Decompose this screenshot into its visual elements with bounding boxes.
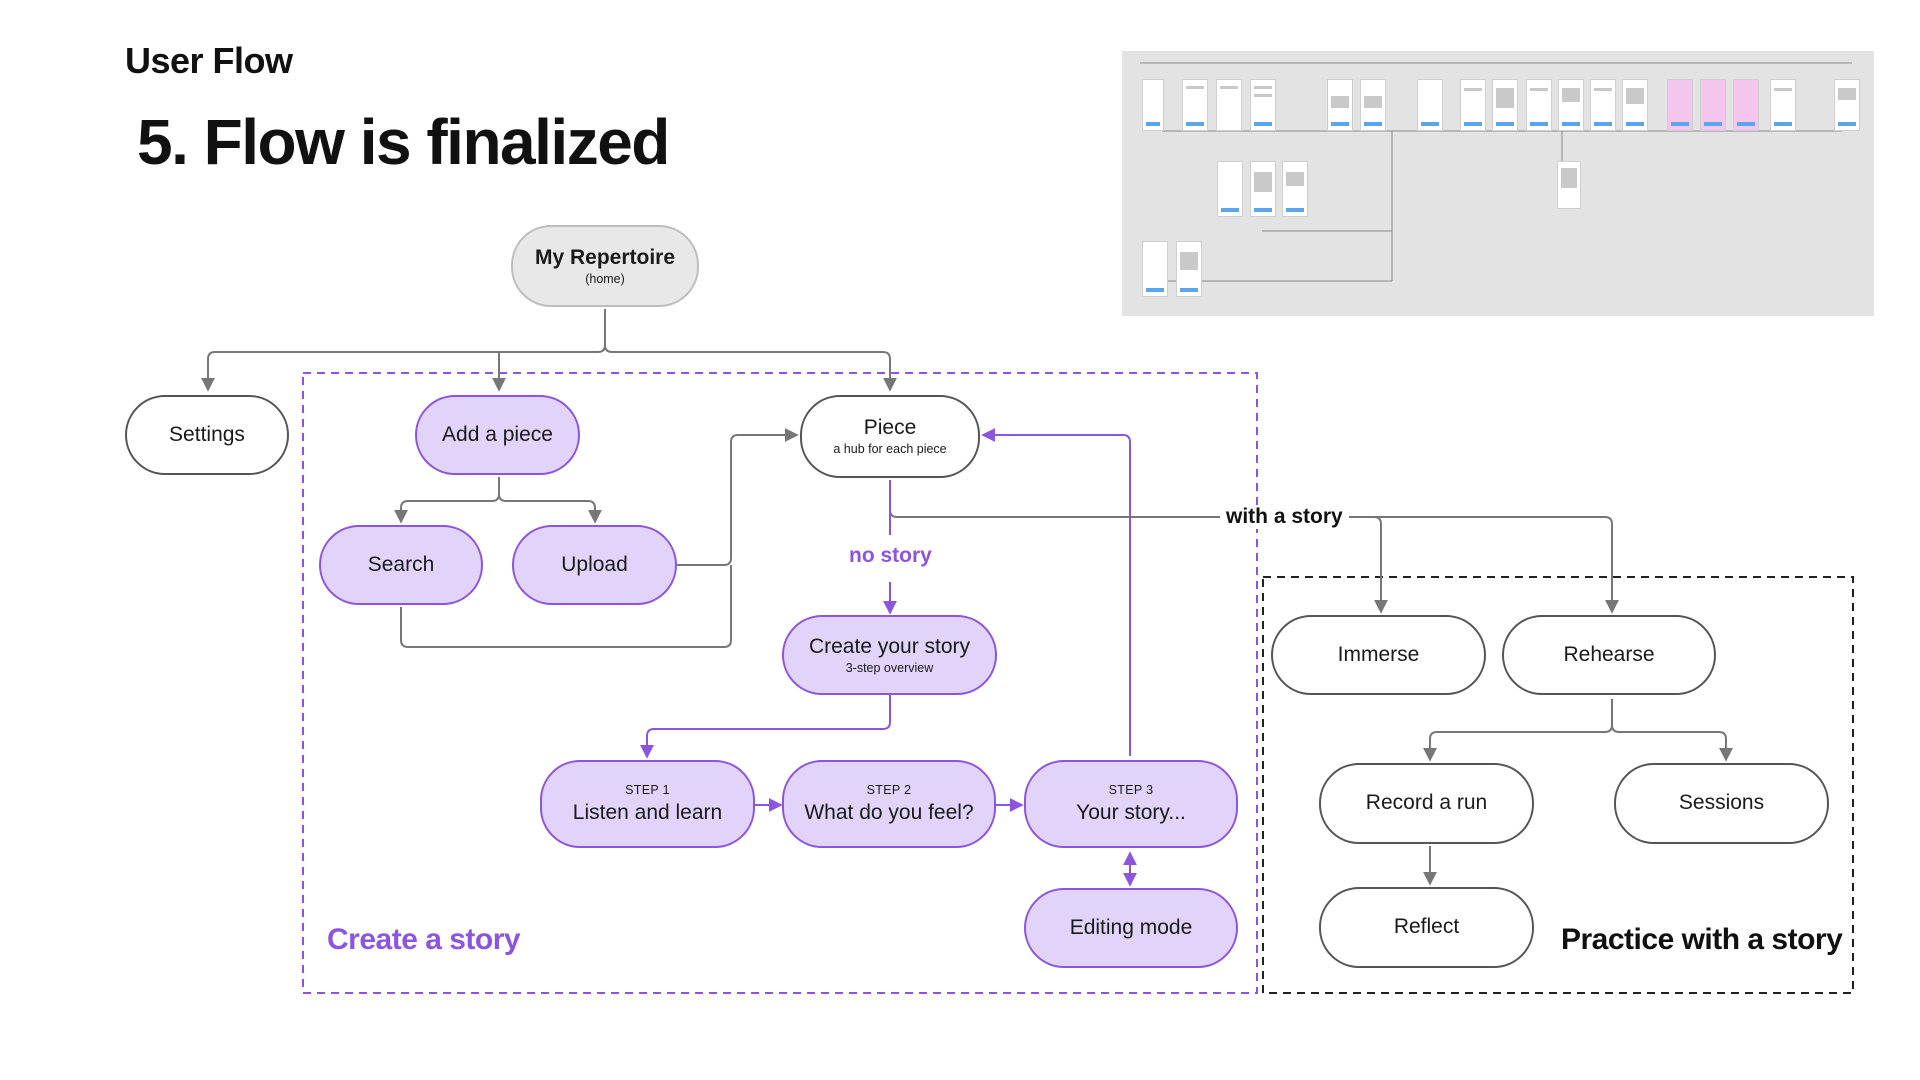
node-title: Settings [169, 422, 245, 446]
node-title: Immerse [1337, 642, 1420, 666]
node-upload[interactable]: Upload [512, 525, 677, 605]
node-subtitle: 3-step overview [845, 660, 934, 675]
thumb-screen [1590, 79, 1616, 131]
node-title: Listen and learn [572, 801, 723, 825]
edge-piece-with-story [889, 480, 1220, 518]
practice-region [1262, 576, 1854, 994]
node-title: Record a run [1365, 791, 1488, 815]
node-rehearse[interactable]: Rehearse [1502, 615, 1716, 695]
node-piece[interactable]: Piece a hub for each piece [800, 395, 980, 478]
thumb-screen [1142, 79, 1164, 131]
node-step-2[interactable]: STEP 2 What do you feel? [782, 760, 996, 848]
thumb-screen [1460, 79, 1486, 131]
thumb-screen [1622, 79, 1648, 131]
create-story-region [302, 372, 1258, 994]
thumb-screen [1557, 161, 1581, 209]
thumb-screen [1417, 79, 1443, 131]
node-immerse[interactable]: Immerse [1271, 615, 1486, 695]
node-step-1[interactable]: STEP 1 Listen and learn [540, 760, 755, 848]
thumb-screen [1558, 79, 1584, 131]
node-title: Your story... [1076, 801, 1186, 825]
thumb-screen [1250, 79, 1276, 131]
thumb-screen [1216, 79, 1242, 131]
thumb-screen [1770, 79, 1796, 131]
node-search[interactable]: Search [319, 525, 483, 605]
edge-home-piece [604, 344, 897, 392]
thumb-screen-highlight [1700, 79, 1726, 131]
node-title: What do you feel? [804, 801, 974, 825]
node-title: Sessions [1678, 791, 1765, 815]
edge-add-piece-search [394, 477, 500, 524]
edge-rehearse-sessions [1611, 724, 1733, 762]
edge-with-story-immerse [1346, 516, 1388, 614]
thumb-screen [1217, 161, 1243, 217]
edge-with-story-rehearse [1374, 516, 1619, 614]
thumb-screen-highlight [1667, 79, 1693, 131]
thumbnail-connectors [1140, 62, 1852, 282]
thumb-screen [1834, 79, 1860, 131]
thumb-screen [1327, 79, 1353, 131]
node-subtitle: a hub for each piece [833, 442, 947, 457]
edge-add-piece-upload [498, 493, 602, 524]
node-title: Rehearse [1563, 642, 1655, 666]
node-step-3[interactable]: STEP 3 Your story... [1024, 760, 1238, 848]
page-title: 5. Flow is finalized [137, 106, 670, 178]
edge-upload-piece [677, 428, 799, 566]
thumb-screen [1282, 161, 1308, 217]
node-title: Upload [561, 552, 628, 576]
node-create-your-story[interactable]: Create your story 3-step overview [782, 615, 997, 695]
thumb-screen [1360, 79, 1386, 131]
thumb-screen [1526, 79, 1552, 131]
node-record-a-run[interactable]: Record a run [1319, 763, 1534, 844]
edge-label-with-a-story: with a story [1220, 505, 1349, 529]
region-title-practice-with-a-story: Practice with a story [1561, 923, 1843, 956]
thumb-screen [1176, 241, 1202, 297]
edge-home-trunk [201, 309, 606, 392]
node-title: Editing mode [1069, 915, 1193, 939]
edge-search-piece [400, 565, 732, 648]
node-sessions[interactable]: Sessions [1614, 763, 1829, 844]
step-number: STEP 3 [1108, 782, 1154, 797]
node-title: My Repertoire [534, 245, 676, 269]
node-editing-mode[interactable]: Editing mode [1024, 888, 1238, 968]
node-reflect[interactable]: Reflect [1319, 887, 1534, 968]
node-subtitle: (home) [585, 271, 625, 286]
node-add-a-piece[interactable]: Add a piece [415, 395, 580, 475]
node-my-repertoire[interactable]: My Repertoire (home) [511, 225, 699, 307]
edge-label-no-story: no story [843, 544, 938, 568]
thumb-screen [1492, 79, 1518, 131]
thumb-screen [1250, 161, 1276, 217]
node-title: Search [367, 552, 435, 576]
thumb-screen-highlight [1733, 79, 1759, 131]
node-title: Create your story [808, 634, 971, 658]
section-kicker: User Flow [125, 40, 293, 81]
thumb-screen [1142, 241, 1168, 297]
flow-overview-thumbnail [1122, 51, 1874, 316]
region-title-create-a-story: Create a story [327, 923, 521, 956]
node-settings[interactable]: Settings [125, 395, 289, 475]
node-title: Piece [863, 416, 917, 440]
node-title: Reflect [1393, 915, 1460, 939]
node-title: Add a piece [442, 422, 553, 446]
edge-rehearse-record [1423, 699, 1613, 762]
step-number: STEP 1 [625, 782, 670, 797]
thumb-screen [1182, 79, 1208, 131]
edge-create-step1 [640, 695, 891, 759]
edge-step3-piece [981, 428, 1131, 756]
step-number: STEP 2 [866, 782, 912, 797]
